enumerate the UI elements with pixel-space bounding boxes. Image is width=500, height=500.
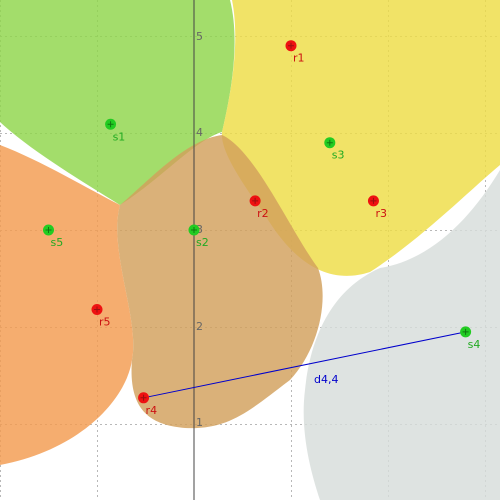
orange-region [0,145,134,465]
distance-line [143,331,466,399]
robot-label: r2 [257,207,269,220]
site-s5: s5 [43,224,64,249]
site-label: s3 [332,149,345,162]
points: s1 s2 s3 s4 s5 r1 r2 r3 r4 r5 [43,40,480,417]
site-crosshair [326,139,333,146]
robot-r5: r5 [91,304,111,329]
yellow-region [221,0,500,276]
y-tick-label-3: 3 [196,223,203,236]
y-tick-label-2: 2 [196,320,203,333]
site-label: s5 [51,236,64,249]
site-label: s2 [196,236,209,249]
axes: 1 2 3 4 5 [193,0,203,500]
site-label: s1 [113,130,126,143]
y-tick-label-5: 5 [196,30,203,43]
site-crosshair [107,121,114,128]
site-crosshair [462,328,469,335]
robot-r3: r3 [367,195,387,220]
robot-label: r5 [99,316,111,329]
site-s3: s3 [324,137,345,162]
robot-r4: r4 [138,392,157,417]
distance-label: d4,4 [314,373,338,386]
robot-crosshair [288,42,294,49]
tan-region [117,135,323,429]
site-label: s4 [468,338,481,351]
site-crosshair [45,227,52,233]
site-s2: s2 [188,224,209,249]
site-crosshair [191,227,197,233]
robot-crosshair [252,197,259,204]
site-s1: s1 [105,118,126,143]
green-region [0,0,235,205]
distance-segment: d4,4 [143,331,466,399]
robot-label: r1 [293,52,305,65]
site-s4: s4 [460,326,480,351]
robot-r1: r1 [285,40,305,65]
robot-label: r4 [146,404,158,417]
robot-crosshair [370,197,377,204]
gray-region [303,170,500,500]
y-tick-label-1: 1 [196,416,203,429]
robot-r2: r2 [249,195,269,220]
y-tick-label-4: 4 [196,126,203,139]
robot-crosshair [140,394,147,401]
robot-label: r3 [375,207,387,220]
robot-crosshair [94,306,100,313]
